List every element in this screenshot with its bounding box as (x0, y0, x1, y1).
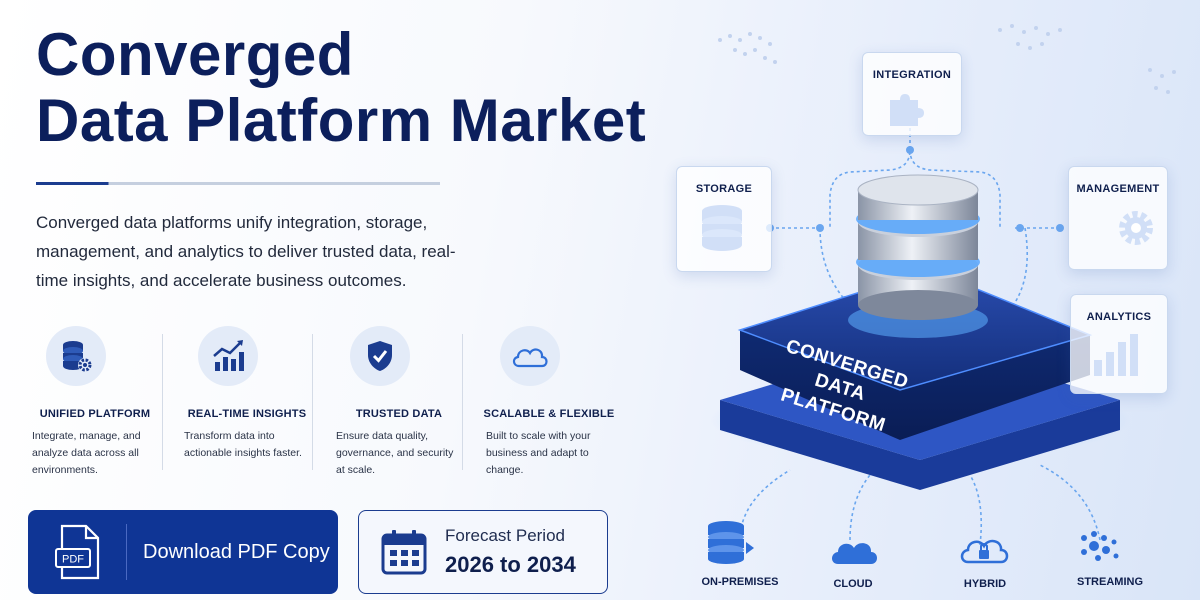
feature-title: TRUSTED DATA (355, 408, 443, 420)
illustration-graphics (702, 24, 1176, 564)
title-divider (36, 182, 440, 185)
on-premises-server-icon (708, 521, 754, 564)
pdf-icon-text: PDF (62, 554, 84, 566)
feature-text: Integrate, manage, and analyze data acro… (32, 430, 141, 476)
calendar-icon (371, 527, 437, 577)
download-pdf-button[interactable]: PDF Download PDF Copy (28, 510, 338, 594)
database-cylinder-stack (848, 174, 988, 338)
analytics-label: ANALYTICS (1086, 311, 1152, 323)
on-premises-label: ON-PREMISES (701, 576, 779, 588)
shield-check-icon (350, 326, 410, 386)
feature-real-time-insights: REAL-TIME INSIGHTS Transform data into a… (172, 326, 322, 476)
streaming-dots-icon (1081, 531, 1119, 561)
forecast-label: Forecast Period (445, 526, 565, 545)
storage-card: STORAGE (676, 166, 772, 272)
divider (312, 334, 313, 470)
database-gear-icon (46, 326, 106, 386)
forecast-period-box: Forecast Period 2026 to 2034 (358, 510, 608, 594)
management-card: MANAGEMENT (1068, 166, 1168, 270)
integration-label: INTEGRATION (872, 69, 952, 81)
feature-list: UNIFIED PLATFORM Integrate, manage, and … (20, 326, 640, 476)
cloud-service-icon (832, 543, 877, 564)
world-map-dots (718, 24, 1176, 94)
platform-illustration: INTEGRATION STORAGE MANAGEMENT ANALYTICS… (640, 0, 1200, 600)
feature-text: Ensure data quality, governance, and sec… (336, 430, 454, 476)
page-title: Converged Data Platform Market (36, 22, 646, 154)
base-upper-side (740, 330, 1090, 440)
feature-title: SCALABLE & FLEXIBLE (483, 408, 615, 420)
hybrid-label: HYBRID (963, 578, 1007, 590)
analytics-card: ANALYTICS (1070, 294, 1168, 394)
feature-text: Built to scale with your business and ad… (486, 430, 591, 476)
title-line-1: Converged (36, 21, 354, 88)
download-button-label: Download PDF Copy (143, 540, 330, 563)
pdf-file-icon: PDF (42, 523, 114, 581)
feature-title: UNIFIED PLATFORM (39, 408, 151, 420)
base-lower-slab (720, 400, 1120, 490)
button-divider (126, 524, 127, 580)
management-label: MANAGEMENT (1076, 183, 1160, 195)
divider (462, 334, 463, 470)
feature-unified-platform: UNIFIED PLATFORM Integrate, manage, and … (20, 326, 170, 476)
cloud-icon (500, 326, 560, 386)
feature-text: Transform data into actionable insights … (184, 430, 302, 459)
divider (162, 334, 163, 470)
feature-trusted-data: TRUSTED DATA Ensure data quality, govern… (324, 326, 474, 476)
storage-label: STORAGE (695, 183, 753, 195)
title-line-2: Data Platform Market (36, 87, 647, 154)
bar-chart-trend-icon (198, 326, 258, 386)
cloud-label: CLOUD (833, 578, 873, 590)
forecast-value: 2026 to 2034 (445, 552, 576, 577)
streaming-label: STREAMING (1077, 576, 1143, 588)
hybrid-cloud-lock-icon (960, 539, 1009, 564)
feature-scalable-flexible: SCALABLE & FLEXIBLE Built to scale with … (474, 326, 624, 476)
description: Converged data platforms unify integrati… (36, 213, 456, 290)
feature-title: REAL-TIME INSIGHTS (187, 408, 307, 420)
integration-card: INTEGRATION (862, 52, 962, 136)
